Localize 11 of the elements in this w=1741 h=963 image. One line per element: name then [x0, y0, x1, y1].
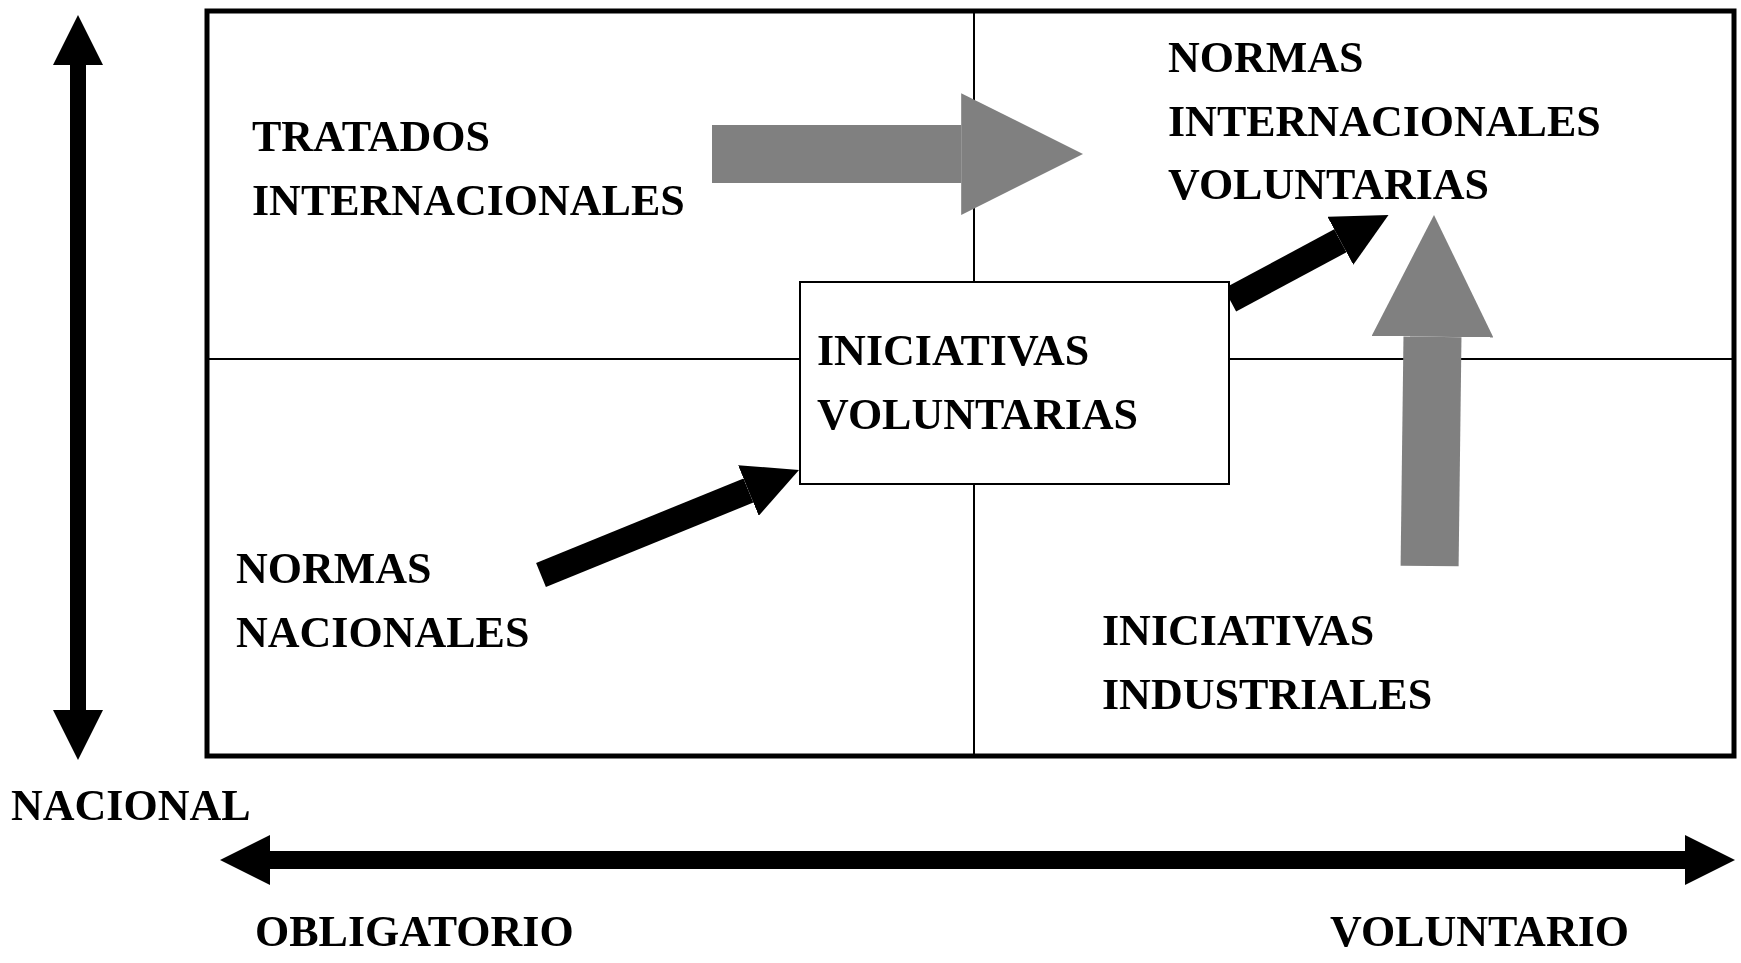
process-box: INICIATIVAS VOLUNTARIAS — [799, 281, 1230, 485]
arrow — [1371, 215, 1494, 567]
node-label: NORMAS INTERNACIONALES VOLUNTARIAS — [1083, 28, 1733, 215]
node-label: NORMAS NACIONALES — [236, 536, 541, 666]
node-label: INICIATIVAS INDUSTRIALES — [1102, 566, 1522, 728]
node-label: TRATADOS INTERNACIONALES — [252, 104, 712, 234]
axis-label: NACIONAL — [11, 784, 251, 828]
axis-label: VOLUNTARIO — [1330, 910, 1629, 954]
axis-label: OBLIGATORIO — [255, 910, 574, 954]
arrow — [712, 93, 1083, 215]
arrow — [536, 465, 799, 588]
